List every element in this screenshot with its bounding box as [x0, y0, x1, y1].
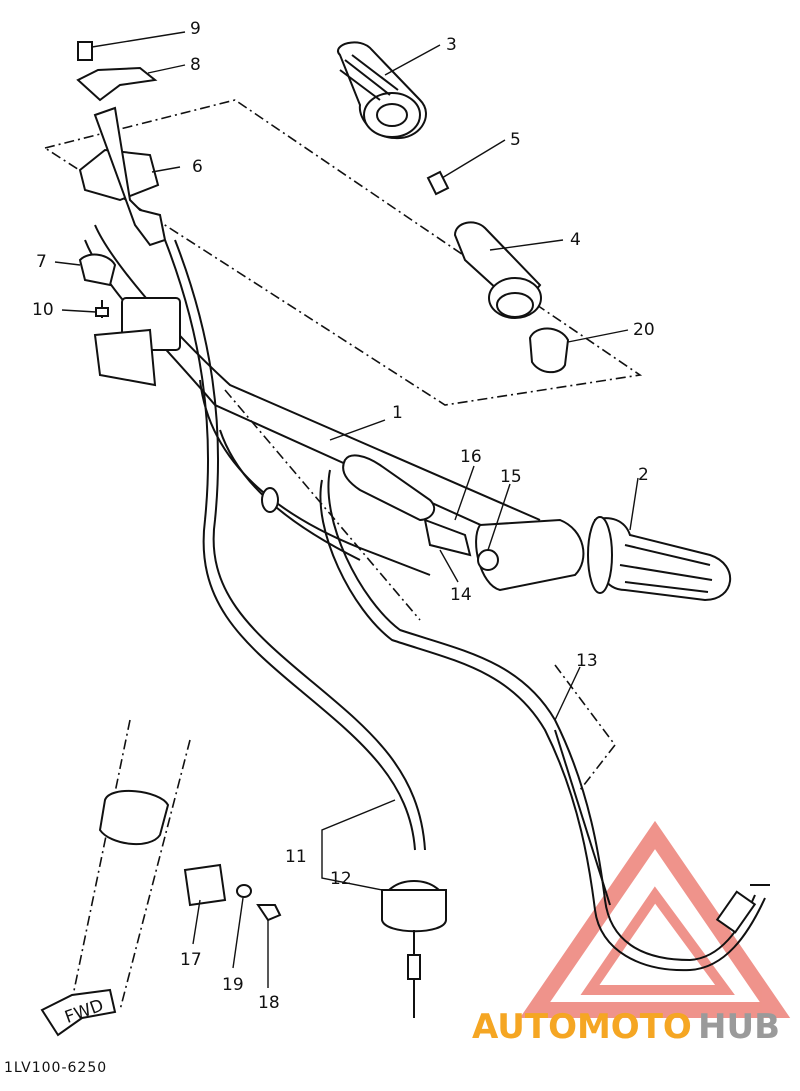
handlebar	[84, 224, 541, 576]
callout-1: 1	[392, 403, 403, 423]
callout-2: 2	[638, 465, 649, 485]
callout-16: 16	[460, 447, 482, 467]
callout-5: 5	[510, 130, 521, 150]
throttle-grip	[453, 221, 542, 319]
callout-3: 3	[446, 35, 457, 55]
callout-4: 4	[570, 230, 581, 250]
callout-20: 20	[633, 320, 655, 340]
watermark-part2: HUB	[698, 1007, 780, 1047]
clutch-lever-holder	[78, 253, 117, 287]
watermark-part1: AUTOMOTO	[472, 1007, 692, 1047]
fwd-arrow: FWD	[40, 988, 117, 1037]
grip-end-collar	[528, 327, 570, 374]
throttle-cable	[164, 239, 447, 1018]
collar	[426, 170, 450, 196]
callout-19: 19	[222, 975, 244, 995]
watermark-text: AUTOMOTO HUB	[472, 1007, 780, 1047]
callout-15: 15	[500, 467, 522, 487]
group-box-throttle	[44, 99, 643, 406]
fork-leg	[69, 719, 282, 1011]
callout-13: 13	[576, 651, 598, 671]
clutch-cable	[319, 454, 770, 972]
callout-14: 14	[450, 585, 472, 605]
callout-10: 10	[32, 300, 54, 320]
callout-17: 17	[180, 950, 202, 970]
callout-12: 12	[330, 869, 352, 889]
callout-9: 9	[190, 19, 201, 39]
leader-lines	[54, 31, 639, 988]
throttle-housing	[76, 41, 167, 247]
watermark-logo	[519, 820, 791, 1018]
callout-6: 6	[192, 157, 203, 177]
grip-left	[337, 41, 427, 140]
callout-11: 11	[285, 847, 307, 867]
diagram-code: 1LV100-6250	[4, 1060, 107, 1076]
group-box-cable	[224, 389, 617, 791]
grip-right	[475, 516, 731, 602]
callout-18: 18	[258, 993, 280, 1013]
handlebar-switch	[93, 297, 181, 387]
callout-labels: 9 8 3 5 6 7 4 10 20 1 16 2 15 14 13 11 1…	[32, 19, 655, 1013]
callout-7: 7	[36, 252, 47, 272]
callout-8: 8	[190, 55, 201, 75]
